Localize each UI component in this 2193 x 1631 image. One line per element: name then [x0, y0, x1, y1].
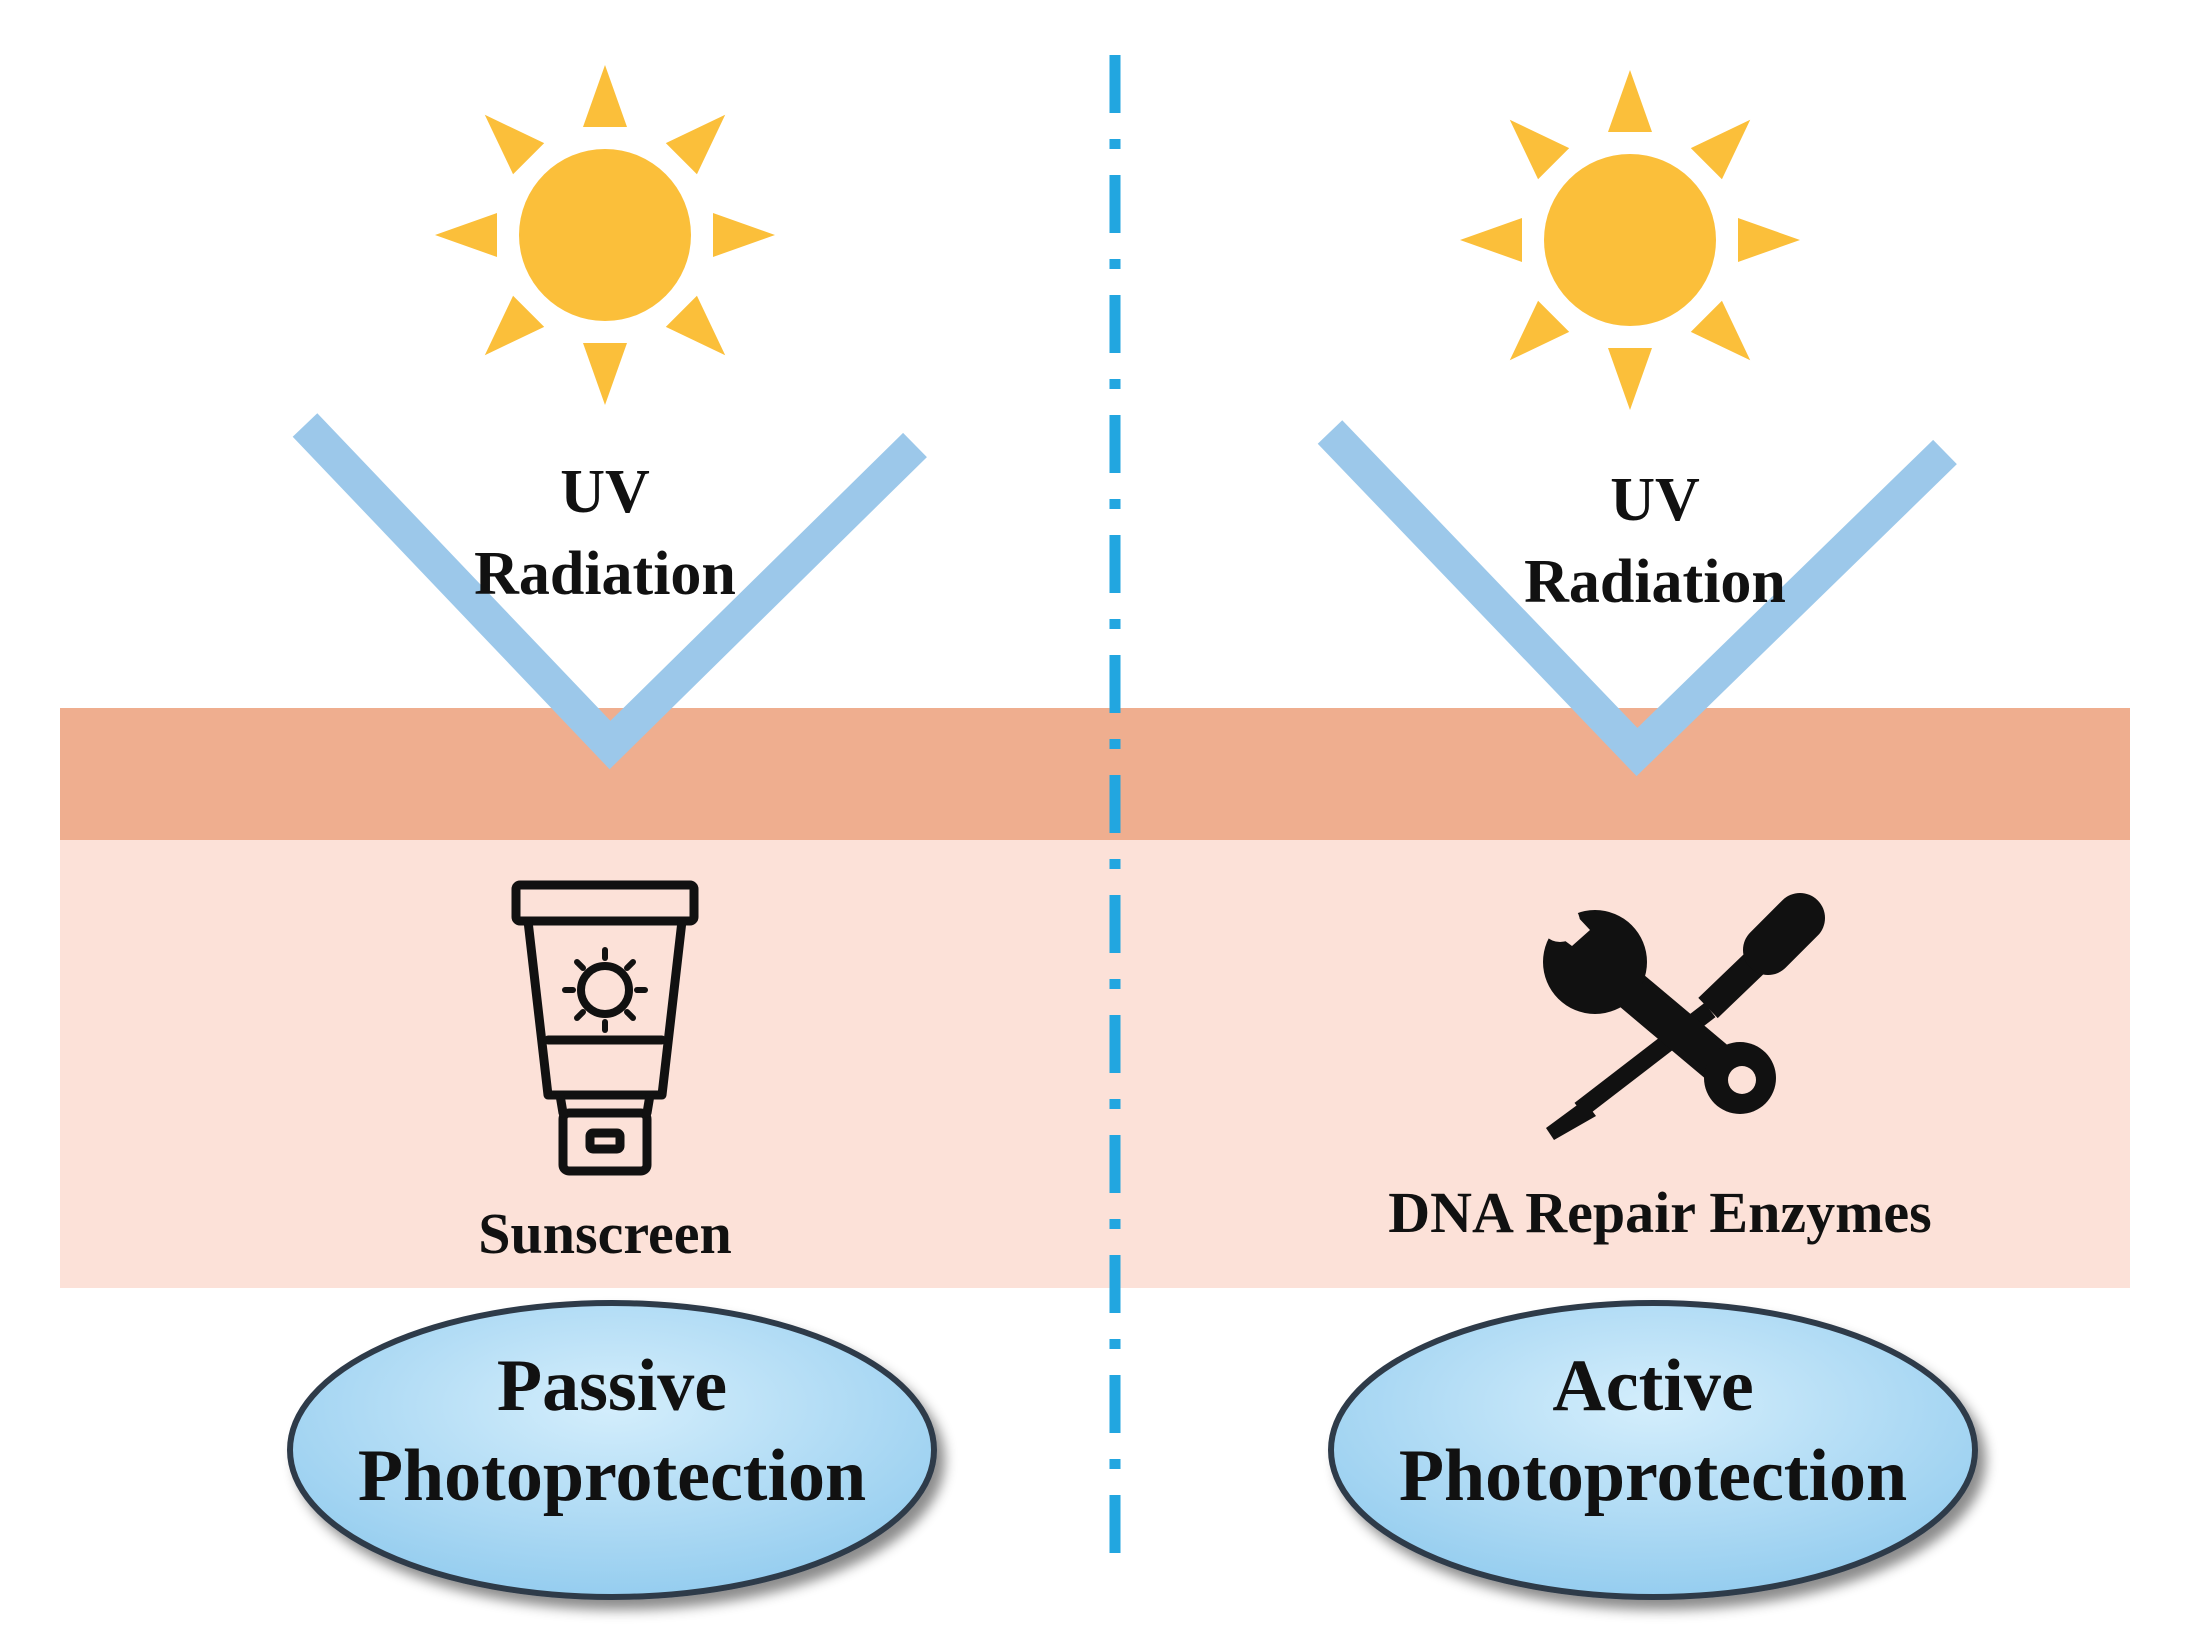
- badge-label-line1: Passive: [497, 1345, 727, 1427]
- item-label: DNA Repair Enzymes: [1388, 1180, 1931, 1245]
- skin-top-layer: [60, 708, 2130, 840]
- uv-label-line2: Radiation: [474, 540, 736, 608]
- badge-label-line1: Active: [1552, 1345, 1753, 1427]
- active-photoprotection-badge: Active Photoprotection: [1328, 1300, 1978, 1600]
- passive-photoprotection-badge: Passive Photoprotection: [287, 1300, 937, 1600]
- badge-label-line2: Photoprotection: [1399, 1435, 1907, 1517]
- uv-label-line1: UV: [560, 458, 650, 526]
- badge-label-line2: Photoprotection: [358, 1435, 866, 1517]
- right-panel: UV Radiation DNA Repair Enzymes Active P: [1317, 70, 1978, 1600]
- sun-icon: [435, 65, 775, 405]
- sun-icon: [1460, 70, 1800, 410]
- left-panel: UV Radiation Sunscreen: [287, 65, 937, 1600]
- sunscreen-tube-icon: [511, 880, 699, 1176]
- uv-ray-arrow: [292, 413, 927, 770]
- uv-label-line1: UV: [1610, 466, 1700, 534]
- uv-label-line2: Radiation: [1524, 548, 1786, 616]
- item-label: Sunscreen: [478, 1201, 732, 1266]
- uv-ray-arrow: [1317, 420, 1957, 777]
- wrench-screwdriver-icon: [1530, 893, 1825, 1140]
